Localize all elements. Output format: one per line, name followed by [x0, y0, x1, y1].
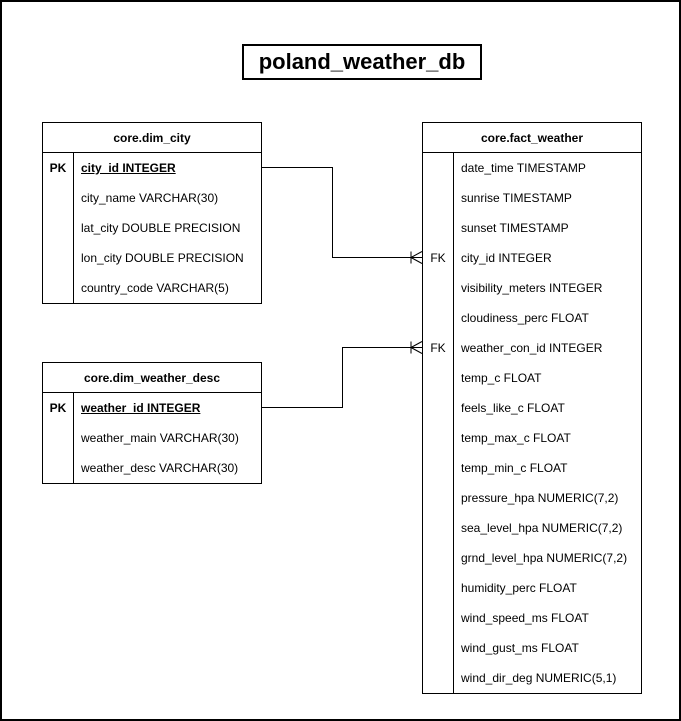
table-core-fact-weather: core.fact_weather date_time TIMESTAMP sun… — [422, 122, 642, 694]
key-cell — [423, 363, 454, 393]
table-row: FK weather_con_id INTEGER — [423, 333, 641, 363]
key-cell: FK — [423, 243, 454, 273]
field-text: sea_level_hpa NUMERIC(7,2) — [461, 521, 623, 535]
table-row: weather_desc VARCHAR(30) — [43, 453, 261, 483]
key-cell — [43, 243, 74, 273]
field-text: country_code VARCHAR(5) — [81, 281, 229, 295]
table-header: core.dim_city — [43, 123, 261, 153]
table-row: pressure_hpa NUMERIC(7,2) — [423, 483, 641, 513]
field-text: city_id INTEGER — [81, 161, 176, 175]
key-cell — [423, 303, 454, 333]
table-row: grnd_level_hpa NUMERIC(7,2) — [423, 543, 641, 573]
key-cell — [423, 273, 454, 303]
table-row: cloudiness_perc FLOAT — [423, 303, 641, 333]
field-text: date_time TIMESTAMP — [461, 161, 586, 175]
key-cell — [423, 213, 454, 243]
table-row: city_name VARCHAR(30) — [43, 183, 261, 213]
key-cell — [423, 453, 454, 483]
table-row: sea_level_hpa NUMERIC(7,2) — [423, 513, 641, 543]
key-cell: PK — [43, 393, 74, 423]
field-text: wind_speed_ms FLOAT — [461, 611, 589, 625]
field-text: humidity_perc FLOAT — [461, 581, 577, 595]
table-row: visibility_meters INTEGER — [423, 273, 641, 303]
diagram-title: poland_weather_db — [242, 44, 482, 80]
field-text: temp_c FLOAT — [461, 371, 542, 385]
key-cell — [43, 183, 74, 213]
table-row: weather_main VARCHAR(30) — [43, 423, 261, 453]
key-cell — [423, 573, 454, 603]
table-row: temp_c FLOAT — [423, 363, 641, 393]
table-row: sunset TIMESTAMP — [423, 213, 641, 243]
table-body: PK weather_id INTEGER weather_main VARCHAR… — [43, 393, 261, 483]
key-cell — [423, 543, 454, 573]
key-cell — [423, 603, 454, 633]
field-text: cloudiness_perc FLOAT — [461, 311, 589, 325]
table-body: date_time TIMESTAMP sunrise TIMESTAMP suns… — [423, 153, 641, 693]
field-text: city_name VARCHAR(30) — [81, 191, 219, 205]
table-body: PK city_id INTEGER city_name VARCHAR(30) la… — [43, 153, 261, 303]
field-text: pressure_hpa NUMERIC(7,2) — [461, 491, 619, 505]
field-text: city_id INTEGER — [461, 251, 552, 265]
field-text: weather_desc VARCHAR(30) — [81, 461, 239, 475]
field-text: lon_city DOUBLE PRECISION — [81, 251, 244, 265]
key-cell — [43, 453, 74, 483]
table-core-dim-city: core.dim_city PK city_id INTEGER city_name… — [42, 122, 262, 304]
field-text: weather_id INTEGER — [81, 401, 201, 415]
crow-foot-icon — [410, 251, 423, 264]
table-row: wind_speed_ms FLOAT — [423, 603, 641, 633]
table-row: feels_like_c FLOAT — [423, 393, 641, 423]
table-row: sunrise TIMESTAMP — [423, 183, 641, 213]
diagram-title-text: poland_weather_db — [258, 49, 466, 74]
key-cell — [423, 153, 454, 183]
table-row: PK weather_id INTEGER — [43, 393, 261, 423]
key-cell: PK — [43, 153, 74, 183]
table-row: humidity_perc FLOAT — [423, 573, 641, 603]
table-row: temp_min_c FLOAT — [423, 453, 641, 483]
table-row: wind_gust_ms FLOAT — [423, 633, 641, 663]
field-text: feels_like_c FLOAT — [461, 401, 565, 415]
table-row: wind_dir_deg NUMERIC(5,1) — [423, 663, 641, 693]
table-row: country_code VARCHAR(5) — [43, 273, 261, 303]
table-row: lat_city DOUBLE PRECISION — [43, 213, 261, 243]
table-row: date_time TIMESTAMP — [423, 153, 641, 183]
field-text: temp_max_c FLOAT — [461, 431, 571, 445]
table-core-dim-weather-desc: core.dim_weather_desc PK weather_id INTEG… — [42, 362, 262, 484]
key-cell — [43, 273, 74, 303]
key-cell — [423, 663, 454, 693]
crow-foot-icon — [410, 341, 423, 354]
table-row: FK city_id INTEGER — [423, 243, 641, 273]
key-cell — [423, 423, 454, 453]
relationship-line-weather — [262, 341, 423, 408]
key-cell — [423, 513, 454, 543]
field-text: wind_gust_ms FLOAT — [461, 641, 579, 655]
relationship-line-city — [262, 167, 423, 264]
table-header: core.dim_weather_desc — [43, 363, 261, 393]
field-text: weather_main VARCHAR(30) — [81, 431, 239, 445]
field-text: weather_con_id INTEGER — [461, 341, 603, 355]
key-cell — [423, 483, 454, 513]
field-text: lat_city DOUBLE PRECISION — [81, 221, 241, 235]
field-text: wind_dir_deg NUMERIC(5,1) — [461, 671, 617, 685]
key-cell — [423, 633, 454, 663]
key-cell — [43, 213, 74, 243]
field-text: visibility_meters INTEGER — [461, 281, 603, 295]
field-text: sunrise TIMESTAMP — [461, 191, 572, 205]
key-cell — [423, 393, 454, 423]
key-cell — [423, 183, 454, 213]
table-header: core.fact_weather — [423, 123, 641, 153]
key-cell: FK — [423, 333, 454, 363]
table-row: temp_max_c FLOAT — [423, 423, 641, 453]
field-text: temp_min_c FLOAT — [461, 461, 568, 475]
field-text: grnd_level_hpa NUMERIC(7,2) — [461, 551, 628, 565]
table-row: PK city_id INTEGER — [43, 153, 261, 183]
field-text: sunset TIMESTAMP — [461, 221, 569, 235]
key-cell — [43, 423, 74, 453]
table-row: lon_city DOUBLE PRECISION — [43, 243, 261, 273]
